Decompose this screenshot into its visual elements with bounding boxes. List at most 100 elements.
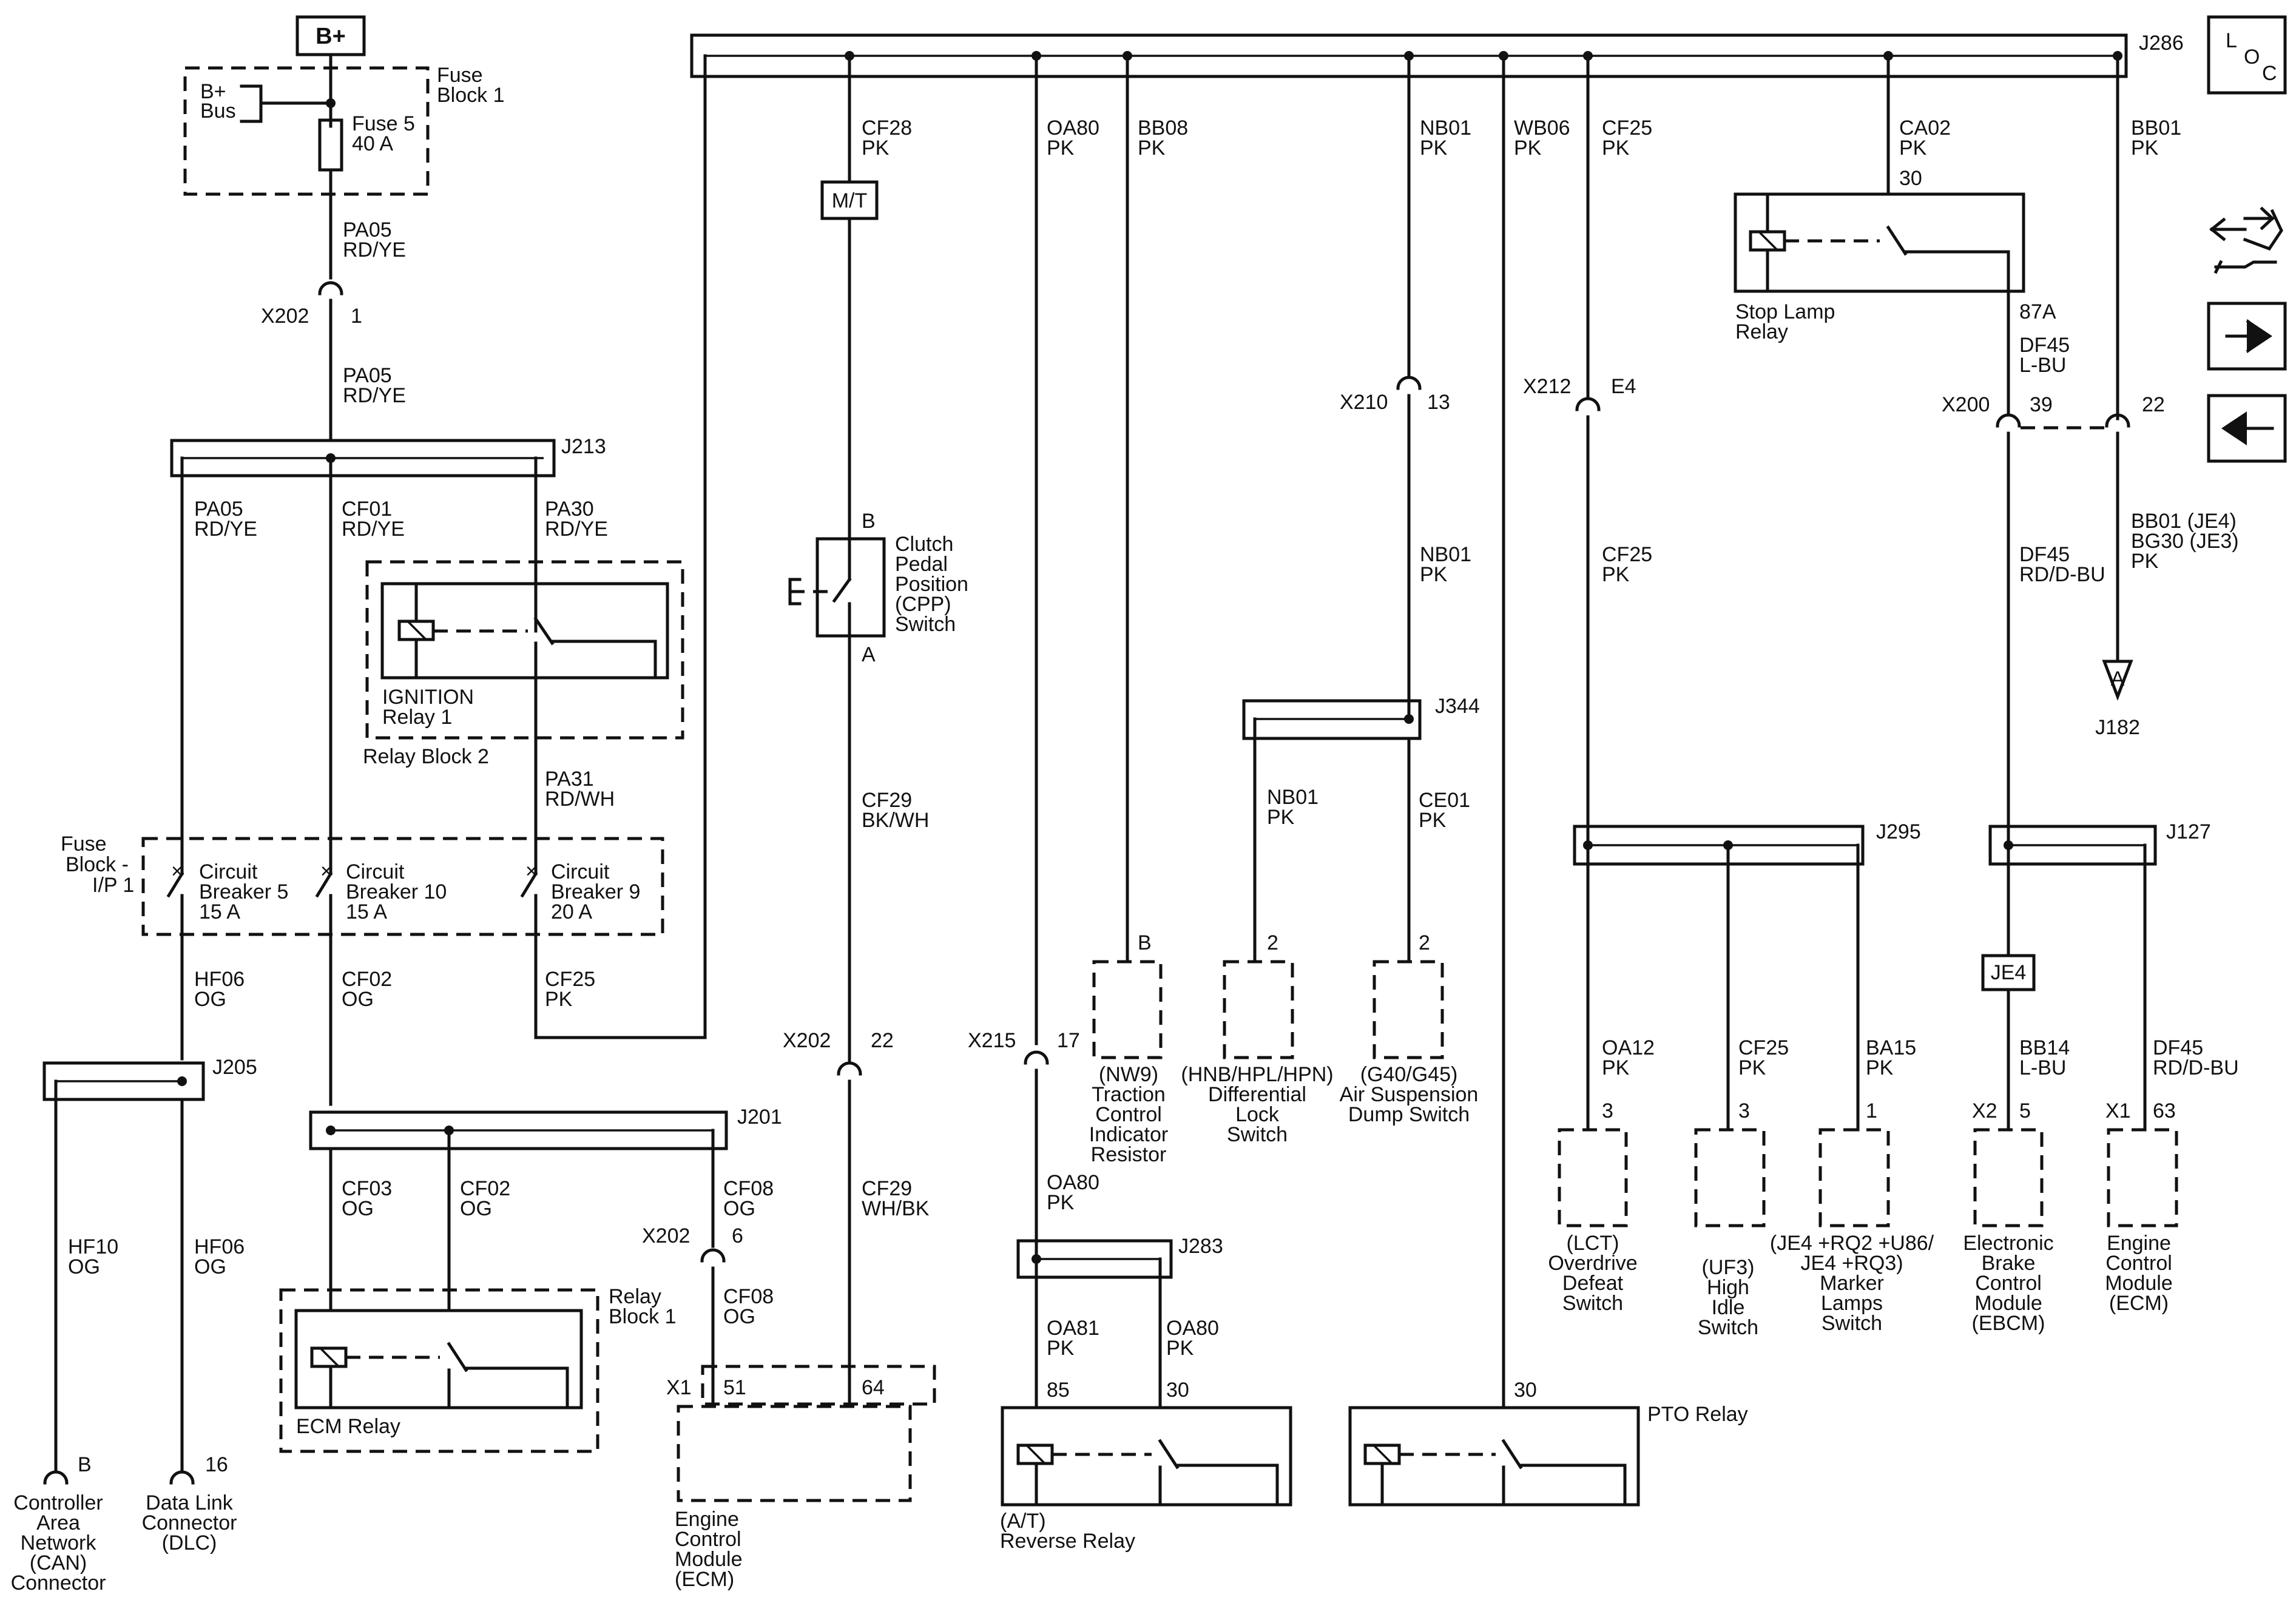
relay-block-2: IGNITION Relay 1 Relay Block 2 — [363, 560, 684, 768]
arrow-left-icon — [2221, 411, 2247, 445]
svg-text:X1: X1 — [666, 1376, 692, 1399]
svg-text:HF06: HF06 — [194, 1235, 245, 1258]
svg-text:(ECM): (ECM) — [675, 1568, 734, 1591]
component-views-icon[interactable] — [2209, 206, 2283, 274]
svg-text:Brake: Brake — [1982, 1252, 2036, 1275]
svg-text:Overdrive: Overdrive — [1548, 1252, 1637, 1275]
loc-button[interactable]: L O C — [2207, 15, 2287, 95]
svg-text:CF25: CF25 — [1602, 116, 1652, 140]
svg-text:3: 3 — [1602, 1099, 1613, 1122]
ecm-b-label: Engine — [2107, 1232, 2171, 1255]
svg-text:Switch: Switch — [895, 613, 956, 636]
svg-text:PK: PK — [1602, 137, 1630, 160]
svg-text:OG: OG — [68, 1255, 100, 1278]
svg-text:30: 30 — [1514, 1379, 1537, 1402]
svg-text:PK: PK — [1420, 563, 1448, 586]
svg-text:J286: J286 — [2139, 32, 2184, 55]
svg-text:Module: Module — [2105, 1272, 2173, 1295]
svg-text:I/P 1: I/P 1 — [92, 874, 134, 897]
svg-text:X215: X215 — [968, 1029, 1016, 1052]
pto-relay: PTO Relay — [1348, 1403, 1748, 1507]
svg-text:J213: J213 — [561, 435, 606, 458]
svg-text:Lamps: Lamps — [1821, 1292, 1883, 1315]
fuse-5-label: Fuse 5 — [352, 112, 415, 135]
reverse-relay: (A/T) Reverse Relay — [1000, 1406, 1292, 1553]
svg-text:Air Suspension: Air Suspension — [1340, 1083, 1479, 1106]
svg-text:51: 51 — [723, 1376, 746, 1399]
svg-text:2: 2 — [1267, 931, 1278, 954]
battery-power: B+ — [295, 15, 366, 56]
svg-text:OG: OG — [723, 1197, 755, 1220]
svg-text:(CPP): (CPP) — [895, 593, 951, 616]
svg-text:CF01: CF01 — [342, 498, 392, 521]
svg-text:PK: PK — [1267, 806, 1295, 829]
svg-text:BG30 (JE3): BG30 (JE3) — [2131, 530, 2239, 553]
svg-text:Control: Control — [1975, 1272, 2042, 1295]
svg-text:High: High — [1707, 1276, 1749, 1299]
svg-text:22: 22 — [2142, 393, 2165, 416]
svg-text:PA05: PA05 — [343, 218, 392, 241]
connector-x200-icon — [1996, 413, 2021, 428]
svg-text:CA02: CA02 — [1899, 116, 1951, 140]
svg-text:J205: J205 — [212, 1056, 257, 1079]
connector-x215-icon — [1024, 1050, 1049, 1065]
svg-text:OG: OG — [460, 1197, 492, 1220]
svg-text:B: B — [1138, 931, 1152, 954]
svg-text:Connector: Connector — [11, 1571, 106, 1595]
svg-text:OG: OG — [342, 988, 374, 1011]
svg-text:20 A: 20 A — [551, 900, 592, 923]
connector-x212-icon — [1575, 397, 1601, 411]
can-connector-icon — [43, 1470, 69, 1485]
svg-text:Block 1: Block 1 — [609, 1305, 677, 1328]
svg-text:L-BU: L-BU — [2019, 1056, 2066, 1079]
lct-label: (LCT) — [1567, 1232, 1619, 1255]
svg-text:1: 1 — [351, 305, 362, 328]
svg-text:Defeat: Defeat — [1562, 1272, 1624, 1295]
svg-text:X202: X202 — [642, 1224, 690, 1247]
svg-text:OG: OG — [723, 1305, 755, 1328]
svg-text:DF45: DF45 — [2019, 334, 2070, 357]
svg-text:X202: X202 — [783, 1029, 831, 1052]
ecm-module-b — [2107, 1128, 2178, 1227]
svg-text:40 A: 40 A — [352, 132, 393, 155]
svg-text:Relay 1: Relay 1 — [382, 706, 452, 729]
svg-text:Breaker 5: Breaker 5 — [199, 880, 288, 903]
svg-text:A: A — [862, 643, 876, 666]
nw9-resistor — [1092, 960, 1163, 1059]
svg-text:Marker: Marker — [1820, 1272, 1884, 1295]
connector-x202-icon — [318, 281, 343, 295]
svg-text:L-BU: L-BU — [2019, 354, 2066, 377]
svg-text:Network: Network — [21, 1531, 97, 1555]
svg-text:J127: J127 — [2166, 820, 2211, 843]
high-idle-switch — [1694, 1128, 1766, 1227]
svg-text:BB08: BB08 — [1138, 116, 1188, 140]
svg-text:OA80: OA80 — [1047, 1171, 1099, 1194]
svg-text:Module: Module — [1974, 1292, 2042, 1315]
svg-text:Area: Area — [36, 1511, 80, 1534]
splice-j344 — [1242, 699, 1422, 740]
next-page-button[interactable] — [2207, 302, 2287, 371]
svg-text:CF02: CF02 — [460, 1177, 510, 1200]
svg-text:64: 64 — [862, 1376, 885, 1399]
svg-text:RD/YE: RD/YE — [343, 238, 406, 262]
svg-text:Lock: Lock — [1235, 1103, 1280, 1126]
svg-text:HF06: HF06 — [194, 968, 245, 991]
svg-text:15 A: 15 A — [346, 900, 387, 923]
svg-text:Indicator: Indicator — [1089, 1123, 1168, 1146]
marker-label: (JE4 +RQ2 +U86/ — [1770, 1232, 1934, 1255]
svg-text:PA05: PA05 — [343, 364, 392, 387]
svg-text:OG: OG — [194, 988, 226, 1011]
svg-text:X200: X200 — [1942, 393, 1990, 416]
svg-text:WH/BK: WH/BK — [862, 1197, 930, 1220]
svg-text:CE01: CE01 — [1419, 789, 1470, 812]
svg-text:OA81: OA81 — [1047, 1317, 1099, 1340]
previous-page-button[interactable] — [2207, 394, 2287, 463]
svg-text:CF02: CF02 — [342, 968, 392, 991]
ebcm-module — [1973, 1128, 2044, 1227]
splice-j205 — [42, 1061, 205, 1101]
relay-block-1: Relay Block 1 ECM Relay — [279, 1285, 677, 1453]
svg-text:OA12: OA12 — [1602, 1036, 1655, 1059]
svg-text:30: 30 — [1166, 1379, 1189, 1402]
